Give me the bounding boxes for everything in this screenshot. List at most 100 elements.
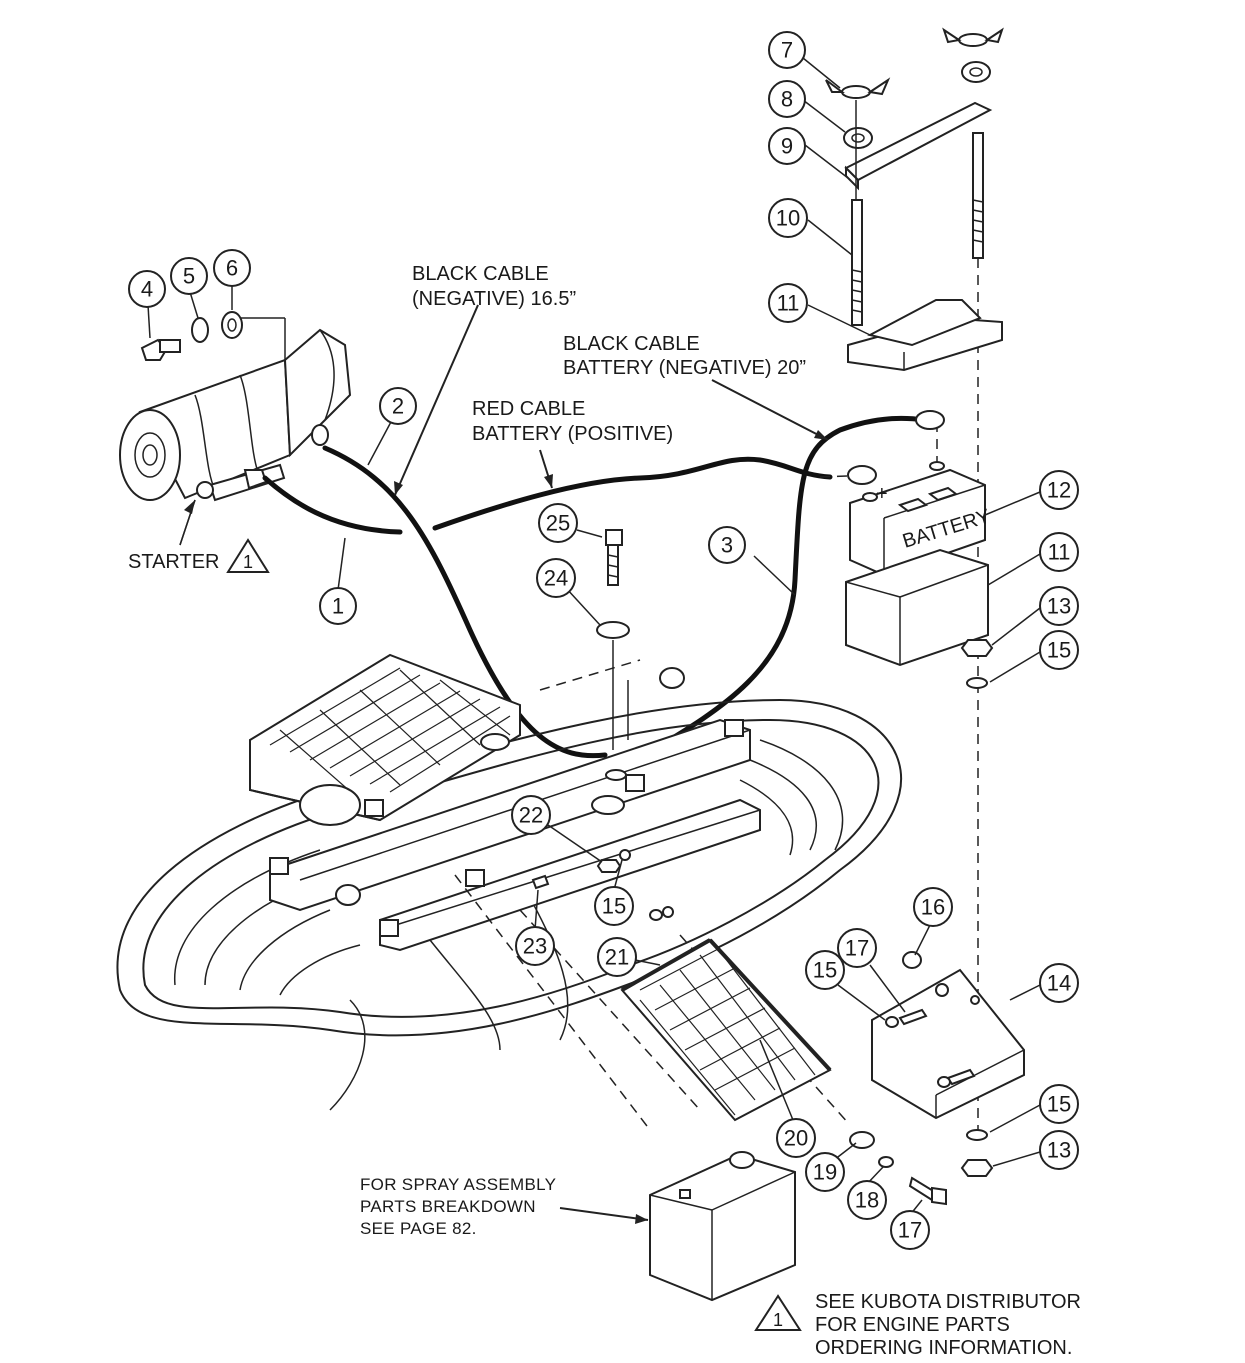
battery-bracket	[871, 951, 1025, 1120]
callout-24: 24	[536, 558, 576, 598]
callout-25: 25	[538, 503, 578, 543]
svg-text:15: 15	[1047, 638, 1071, 663]
callout-4: 4	[128, 270, 166, 308]
svg-text:15: 15	[813, 958, 837, 983]
svg-text:4: 4	[141, 277, 153, 302]
callout-1: 1	[319, 587, 357, 625]
svg-text:15: 15	[602, 894, 626, 919]
callout-15-center: 15	[594, 886, 634, 926]
callout-13-lower: 13	[1039, 1130, 1079, 1170]
battery-box-hardware-upper	[960, 639, 994, 689]
callout-11-top: 11	[768, 283, 808, 323]
label-spray-line2: PARTS BREAKDOWN	[360, 1197, 536, 1216]
callout-5: 5	[170, 257, 208, 295]
label-black-cable-negative-line2: (NEGATIVE) 16.5”	[412, 288, 576, 310]
callout-12: 12	[1039, 470, 1079, 510]
battery-positive-sign: +	[876, 483, 888, 505]
svg-text:24: 24	[544, 566, 568, 591]
label-red-cable-line2: BATTERY (POSITIVE)	[472, 423, 673, 445]
callout-20: 20	[776, 1118, 816, 1158]
label-spray-line1: FOR SPRAY ASSEMBLY	[360, 1175, 556, 1194]
svg-text:6: 6	[226, 256, 238, 281]
callout-10: 10	[768, 198, 808, 238]
callout-15-upper: 15	[1039, 630, 1079, 670]
cable-3-black-battery-negative	[617, 415, 928, 773]
svg-text:8: 8	[781, 87, 793, 112]
svg-text:22: 22	[519, 803, 543, 828]
spray-assembly-tank	[649, 1151, 796, 1302]
callout-bubbles: 1 2 3 4 5 6 7 8 9 10 11 12 11 13 15 14 1…	[128, 31, 1079, 1250]
callout-17-lower: 17	[890, 1210, 930, 1250]
svg-text:2: 2	[392, 394, 404, 419]
svg-text:21: 21	[605, 945, 629, 970]
svg-text:9: 9	[781, 134, 793, 159]
svg-text:18: 18	[855, 1188, 879, 1213]
svg-text:11: 11	[1048, 540, 1071, 565]
svg-text:16: 16	[921, 895, 945, 920]
svg-text:7: 7	[781, 38, 793, 63]
svg-text:20: 20	[784, 1126, 808, 1151]
svg-text:13: 13	[1047, 594, 1071, 619]
center-hardware	[531, 529, 674, 921]
warning-triangle-kubota: 1	[754, 1294, 802, 1331]
callout-21: 21	[597, 937, 637, 977]
svg-text:17: 17	[898, 1218, 922, 1243]
callout-9: 9	[768, 127, 806, 165]
svg-text:25: 25	[546, 511, 570, 536]
starter-motor	[119, 328, 352, 502]
callout-22: 22	[511, 795, 551, 835]
cable-1	[262, 475, 403, 535]
svg-text:10: 10	[776, 206, 800, 231]
callout-23: 23	[515, 926, 555, 966]
label-red-cable-line1: RED CABLE	[472, 398, 585, 420]
screen-guard	[620, 938, 832, 1122]
red-cable-positive	[432, 456, 833, 531]
callout-15-lower: 15	[1039, 1084, 1079, 1124]
svg-text:14: 14	[1047, 971, 1071, 996]
svg-text:3: 3	[721, 533, 733, 558]
text-labels: BLACK CABLE (NEGATIVE) 16.5” BLACK CABLE…	[128, 263, 1081, 1359]
main-frame	[269, 659, 851, 1131]
callout-14: 14	[1039, 963, 1079, 1003]
callout-7: 7	[768, 31, 806, 69]
svg-text:13: 13	[1047, 1138, 1071, 1163]
callout-3: 3	[708, 526, 746, 564]
svg-text:12: 12	[1047, 478, 1071, 503]
battery-box	[845, 548, 989, 667]
svg-text:5: 5	[183, 264, 195, 289]
svg-text:15: 15	[1047, 1092, 1071, 1117]
engine-mount-basket	[249, 653, 521, 826]
svg-text:23: 23	[523, 934, 547, 959]
label-black-cable-battery-line1: BLACK CABLE	[563, 333, 700, 355]
callout-15-bracket: 15	[805, 950, 845, 990]
leader-lines	[147, 57, 1041, 1224]
lower-hardware	[849, 1129, 994, 1206]
battery: + BATTERY	[849, 422, 993, 577]
warning-triangle-starter: 1	[226, 538, 270, 573]
callout-13-upper: 13	[1039, 586, 1079, 626]
svg-text:1: 1	[243, 552, 253, 572]
callout-19: 19	[805, 1152, 845, 1192]
label-starter: STARTER	[128, 551, 220, 573]
callout-18: 18	[847, 1180, 887, 1220]
label-black-cable-negative-line1: BLACK CABLE	[412, 263, 549, 285]
callout-8: 8	[768, 80, 806, 118]
callout-17-upper: 17	[837, 928, 877, 968]
label-kubota-line1: SEE KUBOTA DISTRIBUTOR	[815, 1291, 1081, 1313]
svg-text:1: 1	[773, 1310, 783, 1330]
label-spray-line3: SEE PAGE 82.	[360, 1219, 477, 1238]
svg-text:17: 17	[845, 936, 869, 961]
label-kubota-line2: FOR ENGINE PARTS	[815, 1314, 1010, 1336]
callout-16: 16	[913, 887, 953, 927]
hold-down-assembly	[825, 27, 1004, 1130]
label-black-cable-battery-line2: BATTERY (NEGATIVE) 20”	[563, 357, 806, 379]
svg-text:19: 19	[813, 1160, 837, 1185]
svg-text:1: 1	[332, 594, 344, 619]
svg-text:11: 11	[777, 291, 800, 316]
label-kubota-line3: ORDERING INFORMATION.	[815, 1337, 1072, 1359]
callout-2: 2	[379, 387, 417, 425]
battery-hold-down-frame	[847, 299, 1003, 372]
callout-11-lower: 11	[1039, 532, 1079, 572]
starter-hardware	[140, 311, 286, 361]
